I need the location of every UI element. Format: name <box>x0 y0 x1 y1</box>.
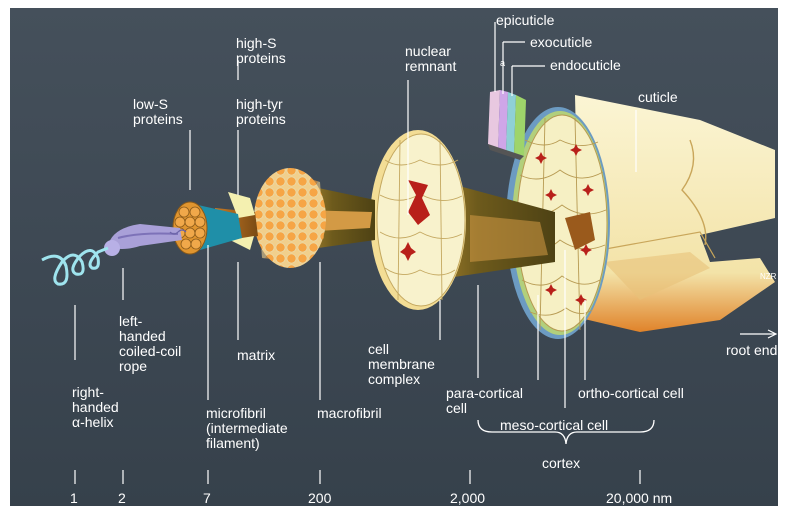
scale-tick-1: 1 <box>70 490 78 506</box>
label-high-s-proteins: high-S proteins <box>236 36 286 66</box>
cuticle-layers <box>488 90 526 160</box>
artist-signature: NZR <box>760 272 776 281</box>
label-endocuticle: endocuticle <box>550 58 621 73</box>
label-cell-membrane-complex: cell membrane complex <box>368 342 435 387</box>
scale-tick-2: 2 <box>118 490 126 506</box>
label-coiled-coil-rope: left- handed coiled-coil rope <box>119 314 181 374</box>
coiled-coil-rope <box>104 224 186 256</box>
label-root-end: root end <box>726 343 777 358</box>
label-high-tyr-proteins: high-tyr proteins <box>236 97 286 127</box>
scale-tick-7: 7 <box>203 490 211 506</box>
scale-tick-20000: 20,000 nm <box>606 490 672 506</box>
scale-tick-2000: 2,000 <box>450 490 485 506</box>
label-alpha-helix: right- handed α-helix <box>72 385 119 430</box>
cell-cross-section <box>370 130 466 310</box>
label-exocuticle: exocuticle <box>530 35 592 50</box>
label-cuticle: cuticle <box>638 90 678 105</box>
label-nuclear-remnant: nuclear remnant <box>405 44 456 74</box>
label-epicuticle: epicuticle <box>496 13 554 28</box>
label-microfibril: microfibril (intermediate filament) <box>206 406 288 451</box>
scale-tick-200: 200 <box>308 490 331 506</box>
scale-ticks <box>75 470 640 484</box>
alpha-helix <box>42 248 108 284</box>
label-macrofibril: macrofibril <box>317 406 382 421</box>
label-para-cortical-cell: para-cortical cell <box>446 386 523 416</box>
label-low-s-proteins: low-S proteins <box>133 97 183 127</box>
label-a-marker: a <box>500 58 505 68</box>
label-matrix: matrix <box>237 348 275 363</box>
macrofibril-cross-section <box>254 168 326 268</box>
label-ortho-cortical-cell: ortho-cortical cell <box>578 386 684 401</box>
label-meso-cortical-cell: meso-cortical cell <box>500 418 608 433</box>
label-cortex: cortex <box>542 456 580 471</box>
